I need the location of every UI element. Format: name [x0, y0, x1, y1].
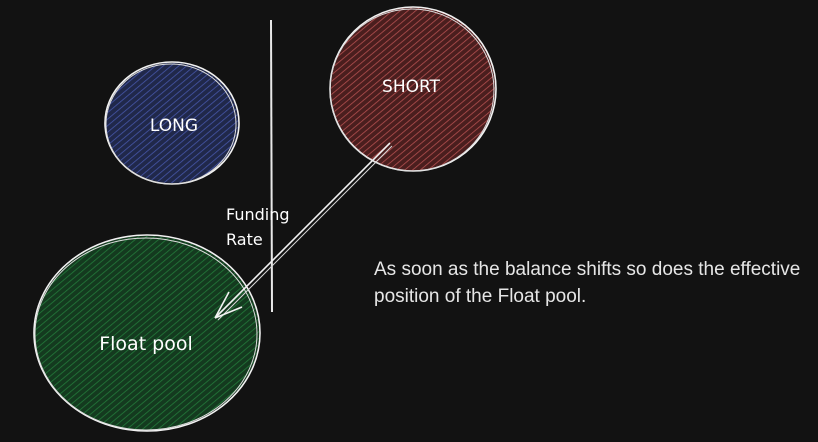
caption-text: As soon as the balance shifts so does th…: [374, 259, 801, 307]
divider-line: [270, 19, 273, 313]
long-label: LONG: [150, 116, 198, 136]
funding-rate-label-line2: Rate: [226, 230, 263, 249]
long-node: LONG: [104, 61, 240, 185]
float-pool-label: Float pool: [99, 333, 193, 355]
funding-rate-label-line1: Funding: [226, 205, 290, 224]
funding-rate-arrow: [214, 142, 393, 321]
float-pool-node: Float pool: [33, 234, 261, 432]
short-label: SHORT: [382, 77, 441, 97]
short-node: SHORT: [329, 6, 497, 172]
